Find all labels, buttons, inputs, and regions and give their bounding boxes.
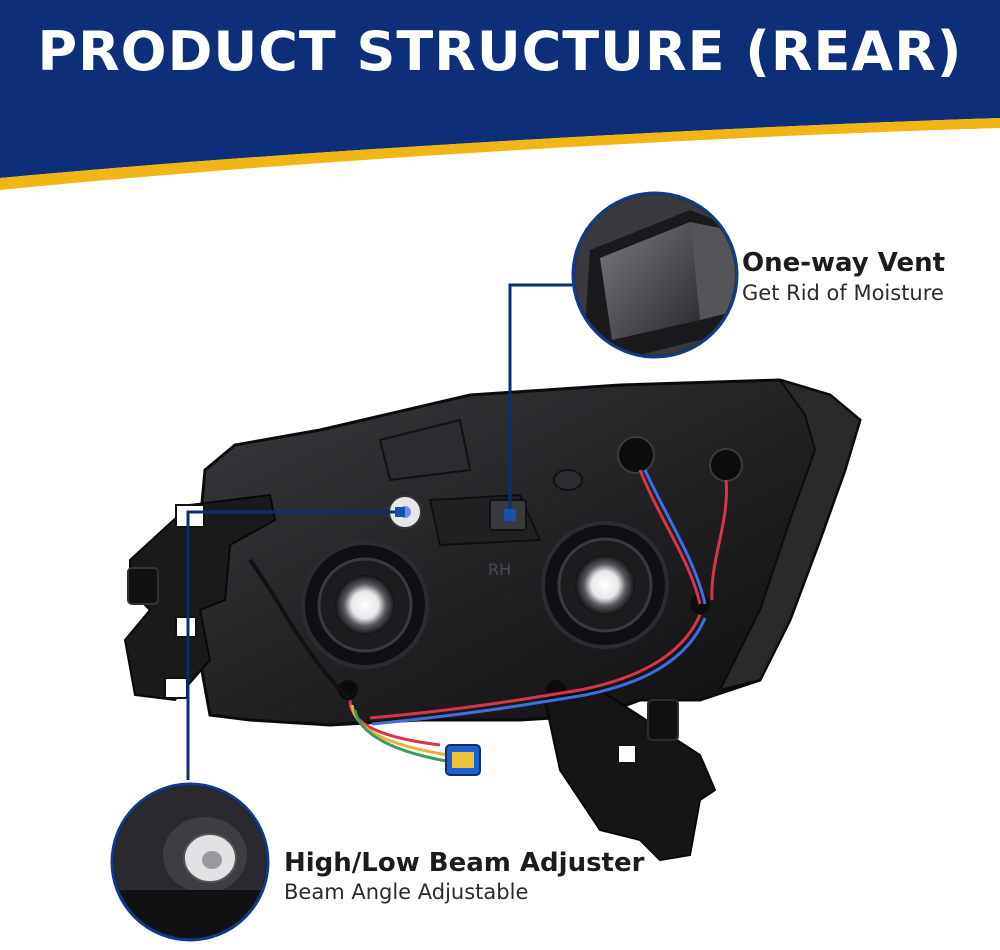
- callout-adjuster-subtitle: Beam Angle Adjustable: [284, 880, 529, 904]
- callout-vent-title: One-way Vent: [742, 248, 946, 278]
- vent-zoom-circle: [571, 191, 739, 359]
- callout-vent-subtitle: Get Rid of Moisture: [742, 281, 944, 305]
- header-banner: [0, 0, 1000, 190]
- housing-marking: RH: [488, 560, 511, 579]
- adjuster-zoom-circle: [110, 782, 270, 942]
- page-title: PRODUCT STRUCTURE (REAR): [37, 20, 963, 83]
- callout-adjuster-title: High/Low Beam Adjuster: [284, 848, 645, 878]
